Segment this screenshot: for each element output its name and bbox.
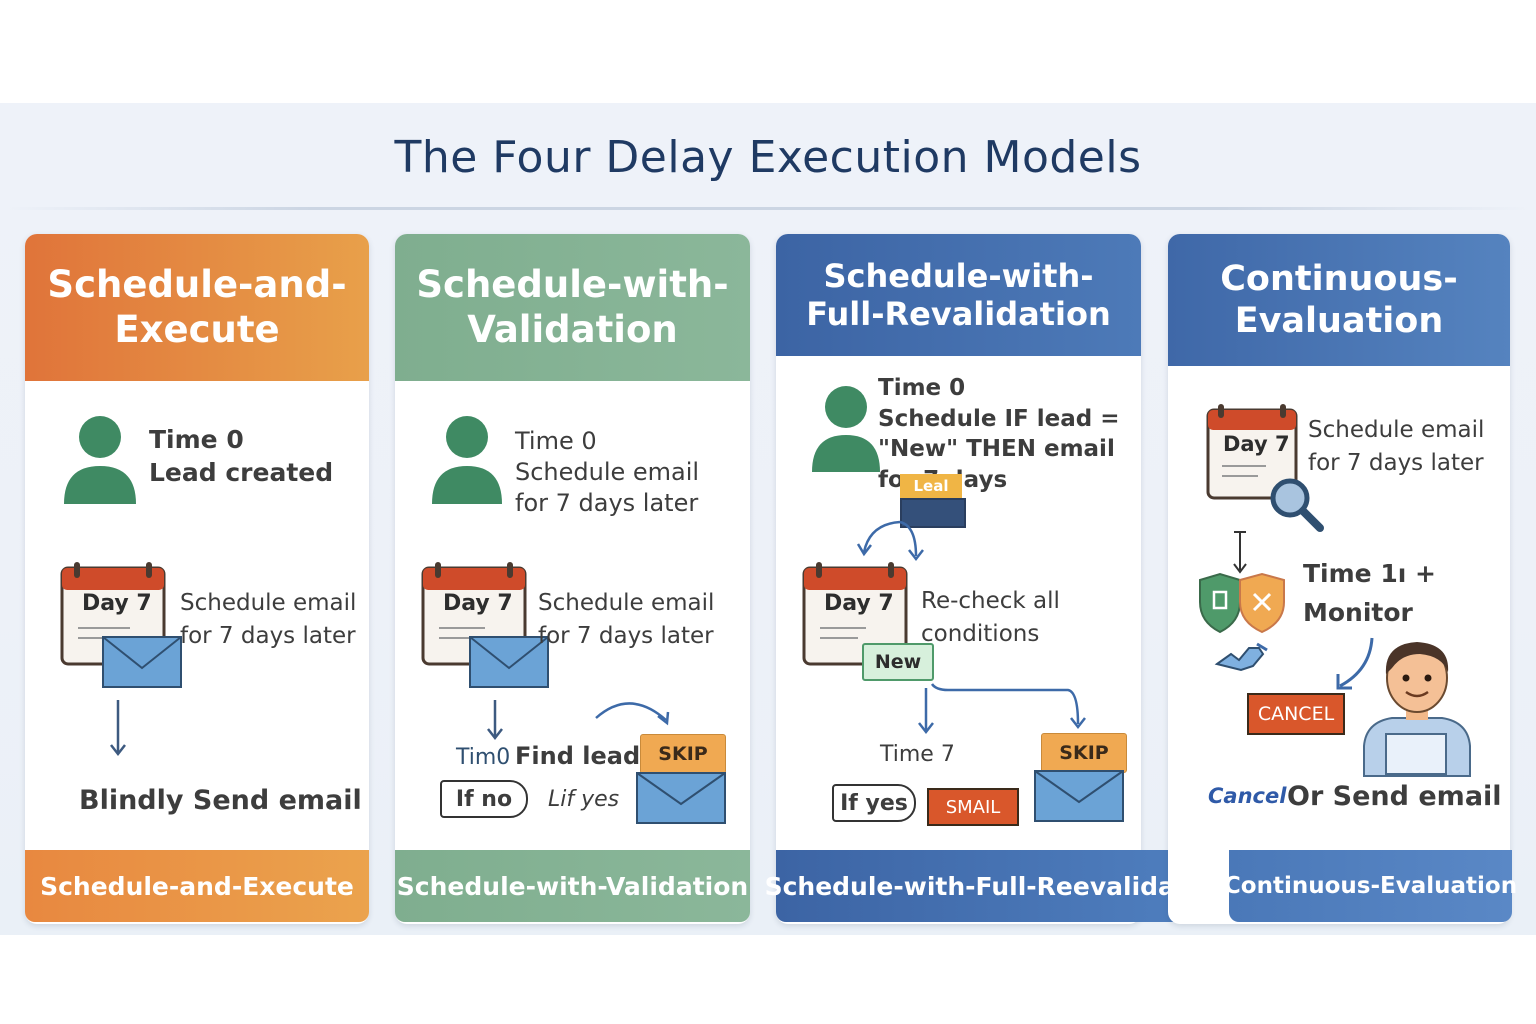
card-continuous-evaluation: Continuous- Evaluation — [1168, 234, 1510, 924]
person-icon — [812, 386, 880, 472]
calendar-day-label: Day 7 — [443, 591, 513, 616]
shield-icon — [1199, 572, 1285, 634]
step-schedule-text: Schedule email for 7 days later — [180, 590, 357, 650]
result-text: Blindly Send email — [79, 785, 362, 816]
step-recheck-text: Re-check all conditions — [921, 588, 1060, 648]
step-monitor-text: Time 1ı + Monitor — [1303, 559, 1436, 627]
curved-arrow-icon — [1336, 637, 1374, 690]
card-footer: Schedule-with-Validation — [395, 850, 750, 922]
card-header-title: Schedule-and- Execute — [47, 263, 347, 351]
card-header-title: Continuous- Evaluation — [1220, 259, 1458, 341]
calendar-icon — [802, 562, 908, 666]
step-time0-text: Time 0 Schedule IF lead = "New" THEN ema… — [878, 375, 1120, 493]
down-arrow-icon — [1233, 531, 1247, 574]
lead-tag: Leal — [900, 474, 962, 498]
time-label: Time 7 — [880, 742, 955, 767]
skip-badge: SKIP — [1041, 733, 1127, 773]
person-icon — [432, 416, 502, 504]
if-yes-branch: Lif yes — [548, 787, 620, 812]
question-text: Find lead? — [515, 742, 655, 770]
step-time0-text: Time 0 Lead created — [149, 425, 334, 487]
card-footer: Continuous-Evaluation — [1224, 850, 1517, 922]
magnifier-icon — [1270, 478, 1324, 532]
new-tag: New — [862, 643, 934, 681]
card-schedule-and-execute: Schedule-and- Execute — [25, 234, 369, 924]
hand-icon — [1214, 642, 1268, 672]
card-header: Schedule-and- Execute — [25, 234, 369, 381]
calendar-day-label: Day 7 — [824, 591, 894, 616]
card-header-title: Schedule-with- Validation — [416, 263, 729, 351]
calendar-day-label: Day 7 — [1223, 432, 1290, 456]
title-divider — [8, 207, 1528, 210]
card-header: Schedule-with- Full-Revalidation — [776, 234, 1141, 356]
card-footer: Schedule-with-Full-Reevalidation — [765, 850, 1230, 922]
result-text: Or Send email — [1287, 781, 1502, 812]
calendar-icon — [1206, 404, 1298, 500]
if-no-branch: If no — [440, 780, 528, 818]
card-footer: Schedule-and-Execute — [25, 850, 369, 922]
card-header: Continuous- Evaluation — [1168, 234, 1510, 366]
time-label: Tim0 — [456, 745, 511, 770]
skip-badge: SKIP — [640, 734, 726, 774]
down-arrow-icon — [487, 700, 503, 741]
branch-arrows-icon — [918, 683, 1086, 735]
envelope-icon — [469, 636, 549, 688]
cancel-word: Cancel — [1208, 784, 1287, 808]
envelope-icon — [1034, 770, 1124, 822]
split-arrow-icon — [856, 520, 924, 562]
person-avatar-icon — [1363, 642, 1471, 777]
step-time0-text: Time 0 Schedule email for 7 days later — [515, 427, 700, 518]
step-schedule-text: Schedule email for 7 days later — [1308, 417, 1485, 477]
if-yes-branch: If yes — [832, 784, 916, 822]
person-icon — [64, 416, 136, 504]
smail-badge: SMAIL — [927, 788, 1019, 826]
down-arrow-icon — [110, 700, 126, 757]
step-schedule-text: Schedule email for 7 days later — [538, 590, 715, 650]
envelope-icon — [102, 636, 182, 688]
envelope-icon — [636, 772, 726, 824]
page-title: The Four Delay Execution Models — [394, 132, 1142, 183]
lead-tag-base — [900, 498, 966, 528]
calendar-day-label: Day 7 — [82, 591, 152, 616]
card-header: Schedule-with- Validation — [395, 234, 750, 381]
curved-arrow-icon — [595, 702, 670, 726]
cancel-badge: CANCEL — [1247, 693, 1345, 735]
card-header-title: Schedule-with- Full-Revalidation — [806, 256, 1111, 333]
